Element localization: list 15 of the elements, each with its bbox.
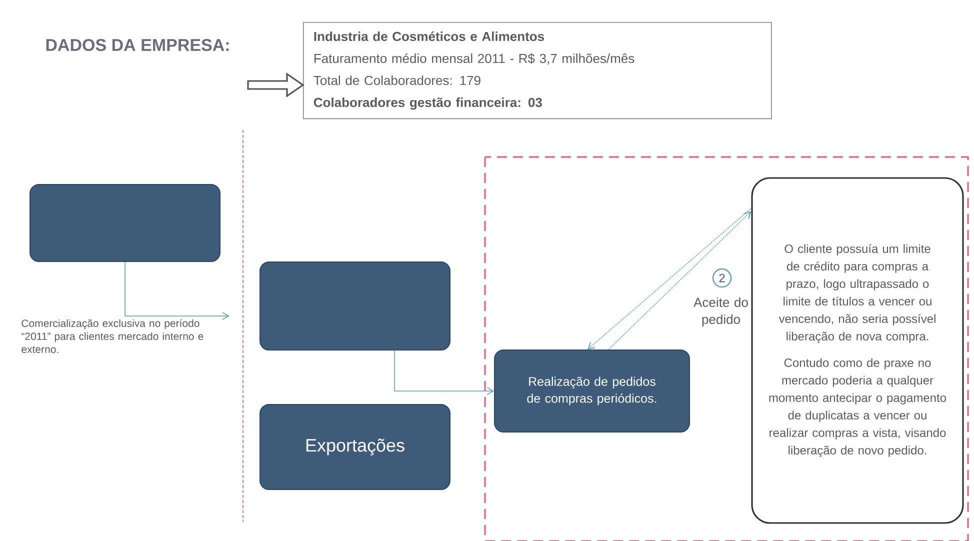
callout-number: 2 xyxy=(712,268,732,288)
rounded-box: Exportações xyxy=(260,404,450,490)
rounded-box xyxy=(30,184,220,262)
arrow xyxy=(608,211,752,350)
arrow xyxy=(588,208,752,350)
arrow xyxy=(124,262,230,320)
rounded-box xyxy=(260,262,450,350)
note-box: O cliente possuía um limite de crédito para compras a prazo, logo ultrapassado o limite de títulos a vencer ou vencendo, não seria possível liberação de nova compra. Contudo como de praxe no mercado poderia a qualquer momento antecipar o pagamento de duplicatas a vencer ou realizar compras a vista, visando liberação de novo pedido. xyxy=(751,177,964,524)
title: DADOS DA EMPRESA: xyxy=(46,38,229,52)
arrow xyxy=(394,350,494,395)
block-arrow xyxy=(247,72,304,98)
rounded-box: Realização de pedidos de compras periódicos. xyxy=(494,350,690,432)
annotation-text: Aceite do pedido xyxy=(694,297,748,327)
info-box: Industria de Cosméticos e Alimentos Faturamento médio mensal 2011 - R$ 3,7 milhões/mês Total de Colaboradores: 179 Colaboradores gestão financeira: 03 xyxy=(303,22,772,120)
description-text: Comercialização exclusiva no período “2011” para clientes mercado interno e externo. xyxy=(22,319,204,354)
